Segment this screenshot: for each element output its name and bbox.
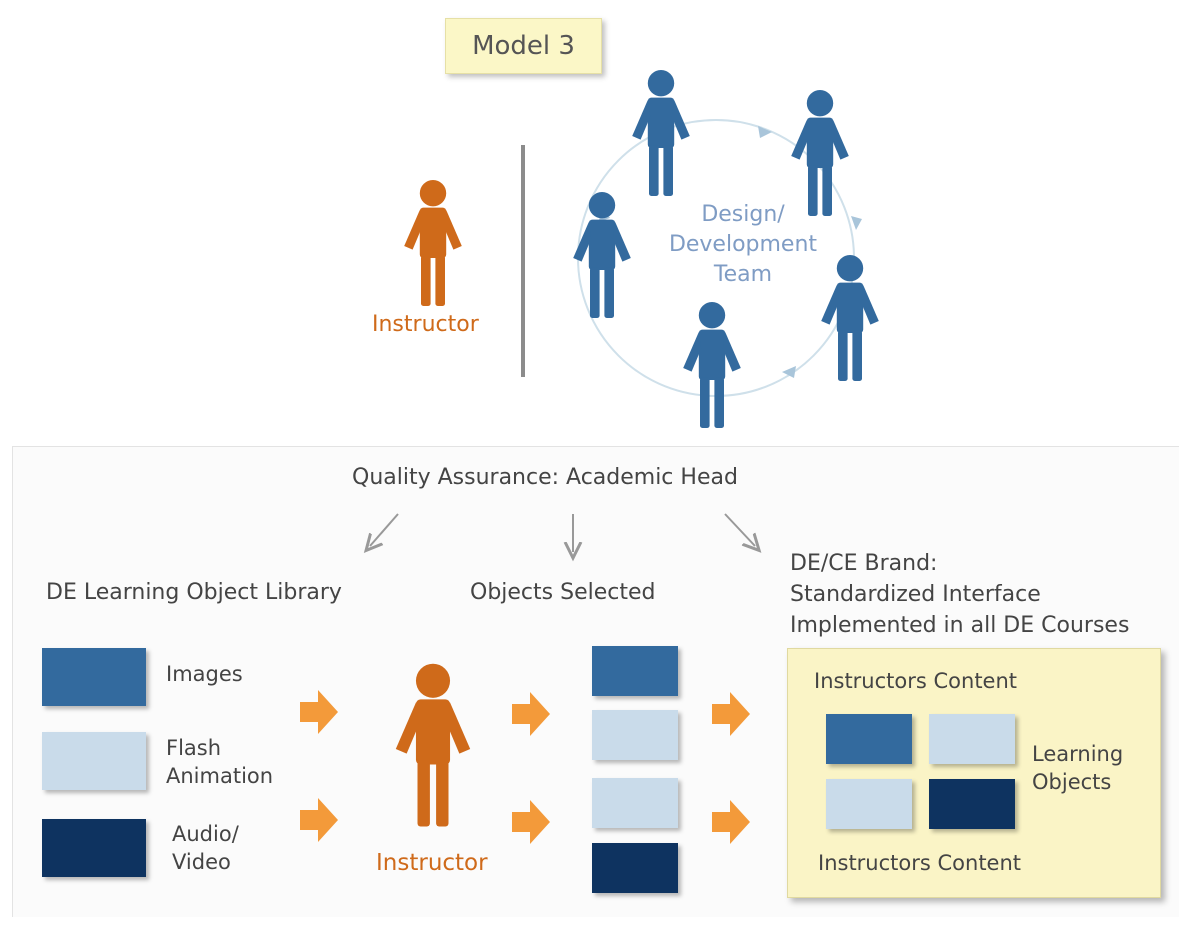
team-label-line-2: Development xyxy=(668,232,818,257)
library-label-flash-line-1: Flash xyxy=(166,736,222,760)
brand-box xyxy=(787,648,1161,898)
brand-content-top: Instructors Content xyxy=(814,669,1018,693)
team-label: Design/ Development Team xyxy=(648,200,838,290)
flow-arrow-icon-3 xyxy=(512,692,550,736)
library-title: DE Learning Object Library xyxy=(46,580,342,605)
section-divider xyxy=(521,145,525,377)
qa-arrow-left xyxy=(370,513,399,546)
team-diagram xyxy=(404,70,879,428)
library-label-audio: Audio/ Video xyxy=(172,820,239,876)
bottom-instructor-label: Instructor xyxy=(376,850,488,876)
library-label-audio-line-1: Audio/ xyxy=(172,822,239,846)
qa-arrow-right xyxy=(724,513,755,546)
flow-arrow-icon-6 xyxy=(712,800,750,844)
brand-content-bottom: Instructors Content xyxy=(818,851,1022,875)
team-label-line-3: Team xyxy=(713,262,773,287)
brand-tile-4 xyxy=(929,779,1015,829)
brand-tile-1 xyxy=(826,714,912,764)
selected-tile-1 xyxy=(592,646,678,696)
selected-title: Objects Selected xyxy=(470,580,656,605)
brand-title-line-3: Implemented in all DE Courses xyxy=(790,613,1130,638)
flow-arrow-icon-5 xyxy=(712,692,750,736)
library-label-audio-line-2: Video xyxy=(172,850,231,874)
instructor-person-icon-bottom xyxy=(395,663,471,827)
library-label-flash: Flash Animation xyxy=(166,734,273,790)
selected-tile-3 xyxy=(592,778,678,828)
brand-tile-2 xyxy=(929,714,1015,764)
brand-tile-3 xyxy=(826,779,912,829)
team-label-line-1: Design/ xyxy=(701,202,785,227)
brand-learning-line-1: Learning xyxy=(1032,742,1124,766)
qa-label: Quality Assurance: Academic Head xyxy=(352,465,738,490)
brand-title-line-1: DE/CE Brand: xyxy=(790,551,938,576)
selected-tile-4 xyxy=(592,843,678,893)
library-tile-images xyxy=(42,648,146,706)
model-title: Model 3 xyxy=(445,18,602,74)
library-label-images: Images xyxy=(166,662,243,686)
top-instructor-label: Instructor xyxy=(372,312,479,337)
brand-learning-objects: Learning Objects xyxy=(1032,740,1123,796)
flow-arrow-icon-4 xyxy=(512,800,550,844)
brand-title-line-2: Standardized Interface xyxy=(790,582,1041,607)
flow-arrow-icon-2 xyxy=(300,798,338,842)
library-label-flash-line-2: Animation xyxy=(166,764,274,788)
flow-arrow-icon-1 xyxy=(300,690,338,734)
library-tile-audio xyxy=(42,819,146,877)
brand-title: DE/CE Brand: Standardized Interface Impl… xyxy=(790,548,1129,641)
selected-tile-2 xyxy=(592,710,678,760)
library-tile-flash xyxy=(42,732,146,790)
brand-learning-line-2: Objects xyxy=(1032,770,1112,794)
